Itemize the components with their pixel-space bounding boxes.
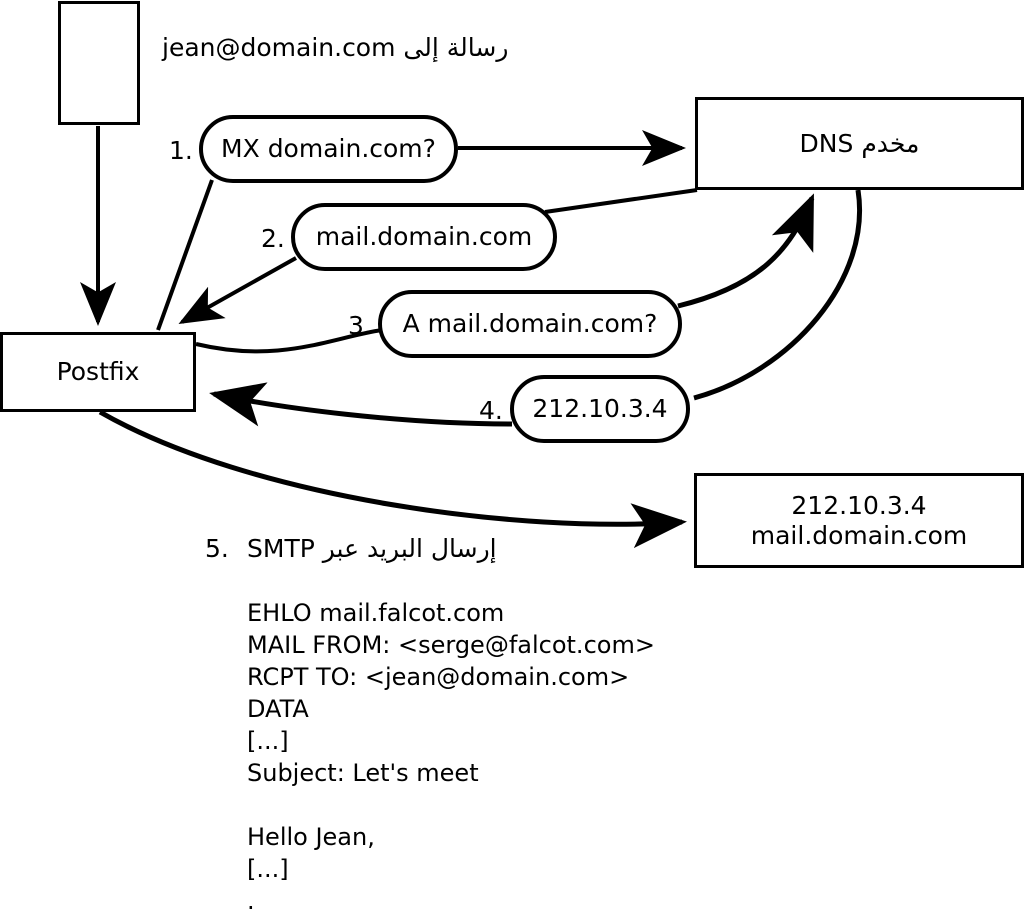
- smtp-transcript-line: [...]: [247, 855, 289, 883]
- step-3-pill: A mail.domain.com?: [378, 290, 682, 358]
- step-5-number: 5.: [205, 534, 229, 563]
- postfix-box: Postfix: [0, 332, 196, 412]
- line-dns-to-mail-answer: [544, 188, 698, 214]
- postfix-box-label: Postfix: [56, 357, 140, 387]
- line-postfix-to-a-query: [195, 328, 383, 354]
- arrow-mail-answer-to-postfix: [178, 256, 297, 324]
- step-1-text: MX domain.com?: [221, 134, 436, 164]
- smtp-transcript-line: EHLO mail.falcot.com: [247, 599, 505, 627]
- smtp-transcript-line: [247, 789, 655, 821]
- dns-server-box: مخدم DNS: [695, 97, 1024, 190]
- smtp-transcript-line: DATA: [247, 695, 309, 723]
- smtp-transcript-line: MAIL FROM: <serge@falcot.com>: [247, 631, 655, 659]
- smtp-transcript-line: Hello Jean,: [247, 823, 375, 851]
- arrow-ip-answer-to-postfix: [209, 382, 513, 427]
- mail-server-box: 212.10.3.4 mail.domain.com: [694, 473, 1024, 568]
- step-4-number: 4.: [479, 396, 503, 425]
- smtp-transcript-line: .: [247, 887, 255, 915]
- step-4-pill: 212.10.3.4: [510, 375, 690, 443]
- step-1-number: 1.: [169, 136, 193, 165]
- client-box: [58, 1, 140, 125]
- mail-server-hostname: mail.domain.com: [750, 520, 968, 550]
- step-1-pill: MX domain.com?: [199, 115, 458, 183]
- mail-server-ip: 212.10.3.4: [791, 491, 927, 520]
- arrow-a-query-to-dns: [677, 193, 815, 309]
- message-caption: رسالة إلى jean@domain.com: [162, 33, 509, 62]
- step-5-text: إرسال البريد عبر SMTP: [247, 534, 497, 563]
- step-2-text: mail.domain.com: [315, 222, 533, 252]
- smtp-transcript-line: Subject: Let's meet: [247, 759, 479, 787]
- step-3-number: 3.: [348, 311, 372, 340]
- smtp-transcript-line: [...]: [247, 727, 289, 755]
- dns-server-label: مخدم DNS: [799, 128, 920, 158]
- step-2-number: 2.: [261, 224, 285, 253]
- arrow-postfix-to-mailserver: [98, 409, 687, 549]
- line-postfix-to-mx-query: [156, 179, 214, 331]
- step-2-pill: mail.domain.com: [291, 203, 557, 271]
- line-dns-to-ip-answer: [693, 189, 862, 401]
- step-3-text: A mail.domain.com?: [402, 309, 658, 339]
- step-4-text: 212.10.3.4: [532, 394, 668, 424]
- smtp-transcript-line: RCPT TO: <jean@domain.com>: [247, 663, 630, 691]
